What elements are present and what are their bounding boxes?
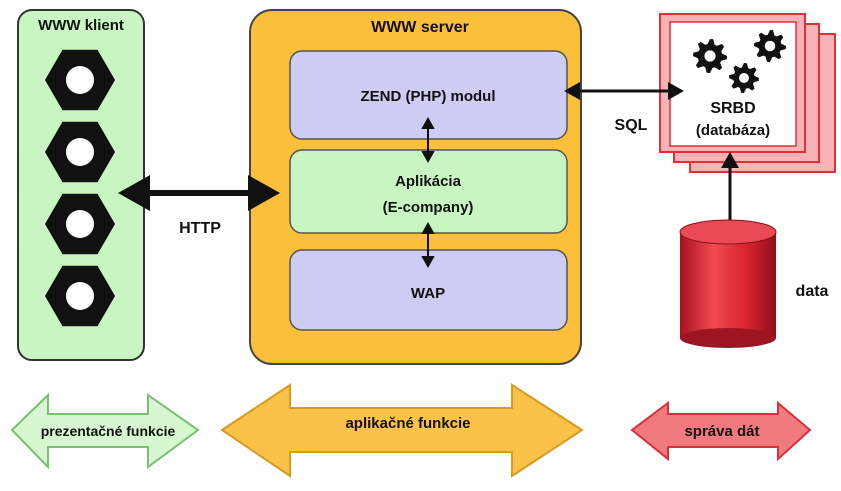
database-label: SRBD — [710, 100, 755, 117]
layer-data-management-label: správa dát — [684, 423, 759, 440]
module-wap-label: WAP — [411, 285, 445, 302]
hexagon-nut-icon — [45, 193, 115, 255]
module-zend-label: ZEND (PHP) modul — [361, 88, 496, 105]
hexagon-nut-icon — [45, 265, 115, 327]
layer-application-label: aplikačné funkcie — [345, 415, 470, 432]
internal-arrow-app-wap — [421, 221, 435, 269]
module-application: Aplikácia (E-company) — [289, 149, 568, 234]
gear-icon — [693, 39, 727, 73]
client-panel: WWW klient — [17, 9, 145, 361]
layer-application: aplikačné funkcie — [220, 383, 584, 478]
layer-presentation-label: prezentačné funkcie — [41, 423, 176, 439]
server-title: WWW server — [371, 19, 469, 36]
storage-label: data — [796, 283, 829, 300]
layer-data-management: správa dát — [630, 400, 812, 462]
hexagon-nut-icon — [45, 121, 115, 183]
layer-presentation: prezentačné funkcie — [10, 392, 200, 470]
server-panel: WWW server ZEND (PHP) modul Aplikácia (E… — [249, 9, 582, 365]
module-zend: ZEND (PHP) modul — [289, 50, 568, 140]
client-title: WWW klient — [38, 17, 124, 34]
http-arrow: HTTP — [118, 175, 280, 237]
http-label: HTTP — [179, 220, 221, 237]
gear-icon — [729, 63, 759, 93]
database-label-2: (databáza) — [696, 122, 770, 139]
database-panel: SRBD (databáza) — [659, 13, 836, 173]
sql-arrow: SQL — [564, 82, 684, 134]
cylinder-icon — [679, 219, 777, 348]
hexagon-nut-icon — [45, 49, 115, 111]
module-application-label-2: (E-company) — [383, 199, 474, 216]
gear-icon — [754, 30, 786, 62]
sql-label: SQL — [615, 117, 648, 134]
gears-icon — [693, 30, 786, 93]
internal-arrow-zend-app — [421, 116, 435, 164]
module-application-label: Aplikácia — [395, 173, 462, 190]
